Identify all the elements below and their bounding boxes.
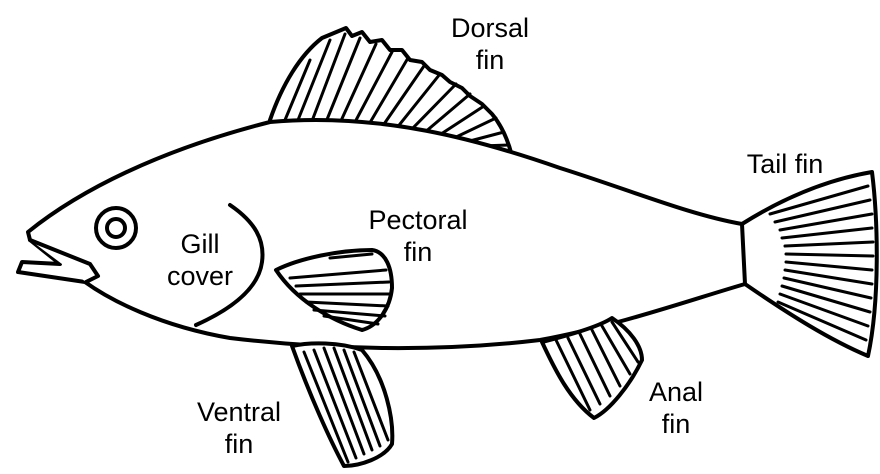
label-pectoral-line2: fin xyxy=(356,236,480,268)
label-ventral-line1: Ventral xyxy=(184,396,294,428)
label-pectoral-fin: Pectoral fin xyxy=(356,204,480,268)
label-anal-line1: Anal xyxy=(636,376,716,408)
label-gill-line2: cover xyxy=(150,260,250,292)
label-pectoral-line1: Pectoral xyxy=(356,204,480,236)
tail-fin xyxy=(742,172,877,356)
label-anal-line2: fin xyxy=(636,408,716,440)
label-gill-cover: Gill cover xyxy=(150,228,250,292)
ventral-fin xyxy=(292,343,392,466)
label-ventral-fin: Ventral fin xyxy=(184,396,294,460)
label-gill-line1: Gill xyxy=(150,228,250,260)
label-dorsal-fin: Dorsal fin xyxy=(440,12,540,76)
label-anal-fin: Anal fin xyxy=(636,376,716,440)
label-tail-fin: Tail fin xyxy=(730,148,840,180)
label-dorsal-line1: Dorsal xyxy=(440,12,540,44)
eye xyxy=(96,208,136,248)
label-ventral-line2: fin xyxy=(184,428,294,460)
label-dorsal-line2: fin xyxy=(440,44,540,76)
label-tail-line1: Tail fin xyxy=(730,148,840,180)
